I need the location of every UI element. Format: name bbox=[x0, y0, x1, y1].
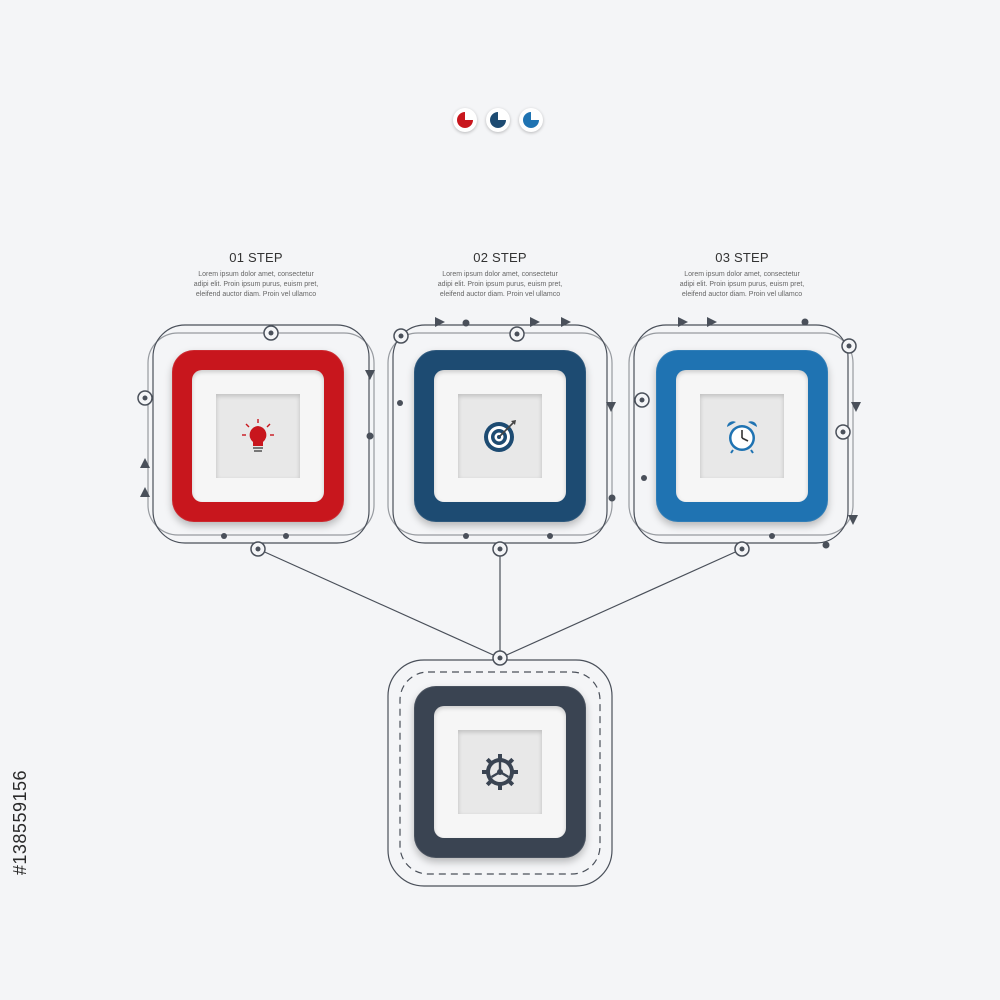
indicator-red bbox=[453, 108, 477, 132]
indicator-dots bbox=[453, 108, 543, 132]
stock-id-watermark: #138559156 bbox=[10, 770, 30, 876]
step-3-card bbox=[656, 350, 828, 522]
icon-well bbox=[458, 394, 542, 478]
icon-well bbox=[700, 394, 784, 478]
step-2-card bbox=[414, 350, 586, 522]
step-3-header: 03 STEP Lorem ipsum dolor amet, consecte… bbox=[652, 250, 832, 300]
target-icon bbox=[484, 420, 516, 452]
pie-icon bbox=[490, 112, 506, 128]
step-2-header: 02 STEP Lorem ipsum dolor amet, consecte… bbox=[410, 250, 590, 300]
pie-icon bbox=[523, 112, 539, 128]
step-title: 03 STEP bbox=[715, 250, 769, 265]
icon-well bbox=[458, 730, 542, 814]
final-card bbox=[414, 686, 586, 858]
icon-well bbox=[216, 394, 300, 478]
gear-icon bbox=[482, 754, 518, 790]
lightbulb-icon bbox=[242, 419, 274, 452]
card-inner bbox=[434, 370, 566, 502]
indicator-navy bbox=[486, 108, 510, 132]
alarm-clock-icon bbox=[727, 421, 757, 454]
step-title: 01 STEP bbox=[229, 250, 283, 265]
step-1-header: 01 STEP Lorem ipsum dolor amet, consecte… bbox=[166, 250, 346, 300]
card-inner bbox=[192, 370, 324, 502]
card-inner bbox=[676, 370, 808, 502]
card-inner bbox=[434, 706, 566, 838]
indicator-blue bbox=[519, 108, 543, 132]
pie-icon bbox=[457, 112, 473, 128]
step-title: 02 STEP bbox=[473, 250, 527, 265]
step-1-card bbox=[172, 350, 344, 522]
